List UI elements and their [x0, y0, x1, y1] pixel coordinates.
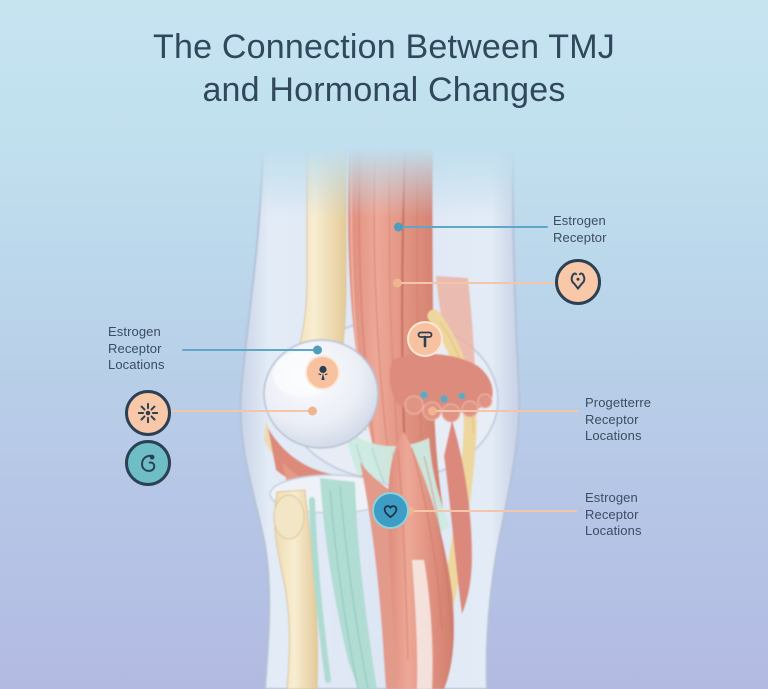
page-title-line1: The Connection Between TMJ — [153, 28, 615, 66]
tibia-bone — [274, 489, 319, 689]
label-estrogen-receptor-locations-left: Estrogen Receptor Locations — [108, 324, 165, 372]
tibial-tuberosity — [273, 494, 305, 540]
uterus-icon — [555, 259, 601, 305]
disc-bumps — [404, 393, 493, 423]
page-title-line2: and Hormonal Changes — [202, 71, 566, 109]
label-estrogen-receptor-locations-bottom: Estrogen Receptor Locations — [585, 490, 642, 538]
leader-estrogen-locations-bottom — [405, 506, 577, 516]
leader-estrogen-receptor-top — [394, 222, 548, 232]
calf-muscle-right — [444, 420, 472, 614]
leader-progesterone-locations — [428, 406, 579, 416]
leader-estrogen-locations-left — [182, 345, 322, 355]
leader-dot — [313, 345, 322, 355]
disc-vessels — [420, 391, 466, 403]
leader-dot — [428, 406, 437, 416]
leader-dot — [308, 406, 317, 416]
leader-dot — [393, 278, 402, 288]
leader-dot — [394, 222, 403, 232]
heart-icon — [372, 492, 409, 529]
receptor-pin-icon — [305, 355, 340, 390]
calf-striations — [397, 447, 453, 661]
fetus-icon — [125, 440, 171, 486]
calf-tendon-strip-2 — [309, 497, 331, 683]
page-title: The Connection Between TMJ and Hormonal … — [0, 26, 768, 112]
starburst-icon — [125, 390, 171, 436]
reflex-hammer-icon — [407, 321, 443, 357]
leader-uterus-icon — [393, 278, 555, 288]
calf-central-tendon — [412, 560, 433, 689]
leader-starburst-icon — [170, 406, 317, 416]
label-estrogen-receptor-top: Estrogen Receptor — [553, 213, 607, 245]
calf-tendon-fibers — [329, 485, 369, 689]
meniscus-upper — [268, 428, 372, 488]
label-progesterone-receptor-locations: Progetterre Receptor Locations — [585, 395, 652, 443]
leader-dot — [405, 506, 414, 516]
